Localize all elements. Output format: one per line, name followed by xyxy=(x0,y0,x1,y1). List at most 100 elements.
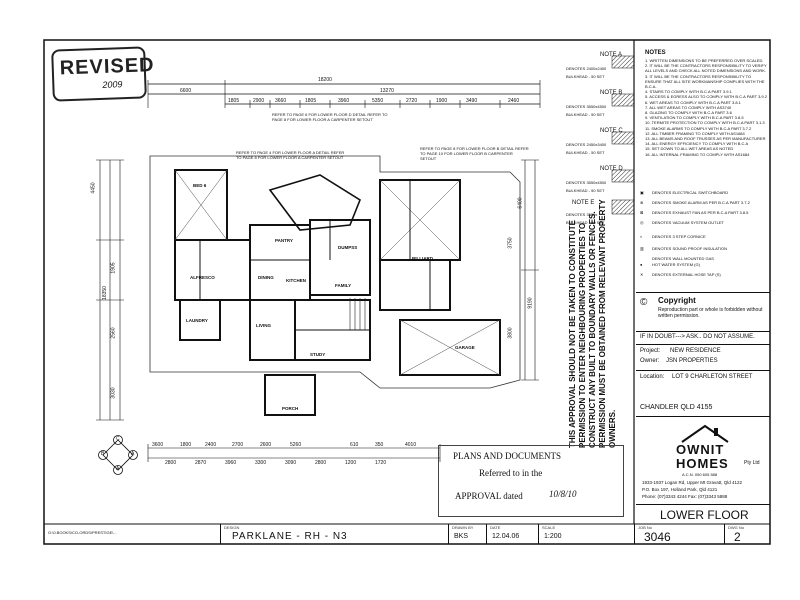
copyright-text: Reproduction part or whole is forbidden … xyxy=(658,307,763,319)
dim-bot-a5: 5260 xyxy=(290,442,302,448)
note-c-label: NOTE C xyxy=(600,128,623,134)
symbol-label: DENOTES SMOKE ALARM AS PER B.C.A PART 3.… xyxy=(652,200,750,205)
divider xyxy=(486,524,487,544)
company-name-1: OWNIT xyxy=(676,442,725,457)
company-acn: A.C.N. 050 605 588 xyxy=(682,472,718,477)
room-garage: GARAGE xyxy=(455,345,475,350)
note-b-dims: DENOTES 3550x4500 xyxy=(566,104,607,109)
suburb: CHANDLER QLD 4155 xyxy=(640,404,713,411)
scale-value: 1:200 xyxy=(544,533,562,540)
dim-bot-a6: 610 xyxy=(350,442,359,448)
symbol-switchboard-icon: ▣ xyxy=(640,190,644,195)
copyright-title: Copyright xyxy=(658,296,696,305)
divider xyxy=(636,370,770,371)
note-item: 15. SET DOWN TO ALL WET AREAS AS NOTED xyxy=(645,146,734,152)
dim-left-4: 3030 xyxy=(110,387,117,399)
divider xyxy=(636,504,770,505)
orient-top: C xyxy=(116,436,120,442)
note-e-sub: BULKHEAD - 50 SET xyxy=(566,220,605,225)
note-item: 9. VENTILATION TO COMPLY WITH B.C.A PART… xyxy=(645,115,744,121)
date-value: 12.04.06 xyxy=(492,533,520,540)
copyright-icon: © xyxy=(640,297,648,308)
floor-plan xyxy=(96,155,539,475)
dim-top-9: 2460 xyxy=(508,98,520,104)
design-value: PARKLANE - RH - N3 xyxy=(232,531,348,542)
company-name-2: HOMES xyxy=(676,456,729,471)
dim-bot-b7: 1720 xyxy=(375,460,387,466)
note-item: 11. SMOKE ALARMS TO COMPLY WITH B.C.A PA… xyxy=(645,125,752,131)
title-block-right: IF IN DOUBT---> ASK.. DO NOT ASSUME. Pro… xyxy=(636,330,770,524)
dim-bot-a2: 2400 xyxy=(205,442,217,448)
title-strip: G:\0.BOOKS\CO-ORDS\PRESTIGE\... DESIGN P… xyxy=(44,524,770,544)
owner-label: Owner: xyxy=(640,358,660,364)
note-c-dims: DENOTES 2450x3400 xyxy=(566,142,607,147)
divider xyxy=(448,524,449,544)
divider xyxy=(724,524,725,544)
symbol-label: DENOTES ELECTRICAL SWITCHBOARD xyxy=(652,190,729,195)
owner-value: JSN PROPERTIES xyxy=(666,358,718,364)
exhaust-fan-icon: ⊠ xyxy=(640,210,644,215)
dim-left-0: 4450 xyxy=(90,182,97,194)
drawn-label: DRAWN BY xyxy=(452,525,474,530)
note-d-label: NOTE D xyxy=(600,166,623,172)
note-b-label: NOTE B xyxy=(600,90,623,96)
drawn-value: BKS xyxy=(454,533,469,540)
room-alfresco: ALFRESCO xyxy=(190,275,215,280)
sheet-title: LOWER FLOOR xyxy=(660,508,749,522)
scale-label: SCALE xyxy=(542,525,556,530)
note-item: 8. GLAZING TO COMPLY WITH B.C.A PART 3.6 xyxy=(645,110,732,116)
room-kitchen: KITCHEN xyxy=(286,278,306,283)
dim-right-1: 9190 xyxy=(527,297,534,309)
room-laundry: LAUNDRY xyxy=(186,318,208,323)
file-reference: G:\0.BOOKS\CO-ORDS\PRESTIGE\... xyxy=(48,530,117,535)
note-e-dims: DENOTES 3550x xyxy=(566,212,598,217)
dwg-value: 2 xyxy=(734,530,741,544)
job-label: JOB No xyxy=(638,525,653,530)
dim-top-7: 1900 xyxy=(436,98,448,104)
company-address-1: 1933-1937 Logan Rd, Upper Mt Gravatt, Ql… xyxy=(642,480,743,485)
cornice-icon: ≈ xyxy=(640,234,643,239)
dim-bot-b1: 2870 xyxy=(195,460,207,466)
dim-top-0: 1805 xyxy=(228,98,240,104)
location-value: LOT 9 CHARLETON STREET xyxy=(672,374,753,380)
note-b-sub: BULKHEAD - 50 SET xyxy=(566,112,605,117)
dim-bot-a0: 3600 xyxy=(152,442,164,448)
symbol-label: HOT WATER SYSTEM (G) xyxy=(652,262,700,267)
room-family: FAMILY xyxy=(335,283,352,288)
dim-top-8: 3490 xyxy=(466,98,478,104)
hot-water-icon: ● xyxy=(640,262,643,267)
room-pantry: PANTRY xyxy=(275,238,293,243)
dim-top-total: 18200 xyxy=(318,77,332,83)
company-address-2: P.O. Box 197, Holland Park, Qld 4121 xyxy=(642,487,718,492)
note-item: 5. ACCESS & EGRESS ALSO TO COMPLY WITH B… xyxy=(645,94,767,100)
divider xyxy=(220,524,221,544)
dim-bot-b2: 3960 xyxy=(225,460,237,466)
location-label: Location: xyxy=(640,374,665,380)
orient-right: A xyxy=(131,451,135,457)
symbol-legend: ▣ DENOTES ELECTRICAL SWITCHBOARD ⊗ DENOT… xyxy=(640,190,768,290)
symbol-label: DENOTES EXTERNAL HOSE TAP (S) xyxy=(652,272,721,277)
legend-swatches xyxy=(611,55,635,215)
note-item: 13. ALL BEAMS AND ROOF TRUSSES AS PER MA… xyxy=(645,136,766,142)
vacuum-outlet-icon: ◎ xyxy=(640,220,644,225)
dim-top-right: 13270 xyxy=(380,88,394,94)
note-item: 6. WET AREAS TO COMPLY WITH B.C.A PART 3… xyxy=(645,99,741,105)
page-ref-2: REFER TO PAGE 4 FOR LOWER FLOOR A DETAIL… xyxy=(236,150,345,161)
project-value: NEW RESIDENCE xyxy=(670,348,721,354)
room-dining: DINING xyxy=(258,275,274,280)
page-ref-3: REFER TO PAGE 8 FOR LOWER FLOOR B DETAIL… xyxy=(420,146,529,162)
room-bed: BED 6 xyxy=(193,183,207,188)
plans-line3: APPROVAL dated xyxy=(455,491,523,501)
dim-right-0: 6400 xyxy=(517,197,524,209)
dim-top-4: 3960 xyxy=(338,98,350,104)
divider xyxy=(636,344,770,345)
note-a-dims: DENOTES 2400x2400 xyxy=(566,66,607,71)
symbol-label: DENOTES 3 STEP CORNICE xyxy=(652,234,706,239)
room-dumpss: DUMPSS xyxy=(338,245,358,250)
dim-left-3: 2560 xyxy=(110,327,117,339)
dim-bot-b5: 2800 xyxy=(315,460,327,466)
copyright-box: © Copyright Reproduction part or whole i… xyxy=(636,292,770,332)
dim-bot-b4: 3090 xyxy=(285,460,297,466)
